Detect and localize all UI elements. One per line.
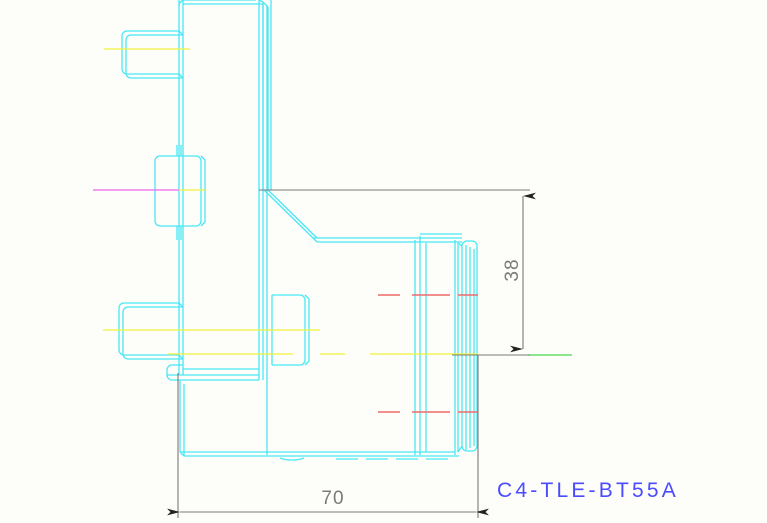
hidden-line-group [378,294,478,413]
middle-boss [154,145,206,240]
diagonal-chamfer [263,189,424,243]
right-arm-upper-face [420,233,462,243]
part-outline-geometry [118,0,478,461]
top-flange [258,0,272,190]
right-arm-ribs [414,236,427,455]
lower-base-skirt [166,364,259,381]
upper-left-boss [121,30,184,79]
dimension-line-group [177,189,530,518]
main-vertical-wall [178,0,268,455]
lower-left-boss [118,302,184,360]
bottom-notch-detail [279,457,305,461]
dimension-width-value: 70 [321,488,344,509]
centerline-group [103,48,478,355]
dimension-height-38[interactable]: 38 [502,192,536,353]
part-tag-label: C4-TLE-BT55A [497,479,679,502]
dimension-width-70[interactable]: 70 [167,488,489,516]
bottom-edge [179,380,459,457]
dimension-height-value: 38 [502,258,523,281]
top-rib-cap [178,0,262,7]
right-end-boss [454,240,478,455]
